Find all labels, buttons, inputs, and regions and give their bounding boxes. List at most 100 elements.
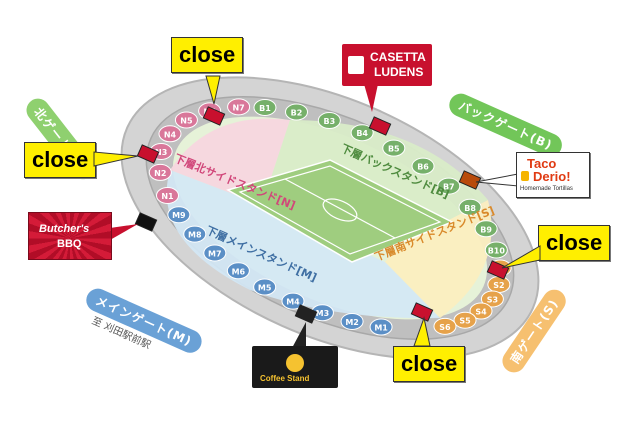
coffee-cup-icon xyxy=(286,354,304,372)
section-b4: B4 xyxy=(350,124,374,142)
section-badge xyxy=(411,157,435,175)
close-tag-south: close xyxy=(393,346,466,382)
section-label: B7 xyxy=(443,183,455,192)
section-badge xyxy=(453,311,477,329)
main-stand-zone xyxy=(166,170,440,319)
section-n5: N5 xyxy=(174,111,198,129)
section-m7: M7 xyxy=(203,244,227,262)
section-n4: N4 xyxy=(158,125,182,143)
section-badge xyxy=(183,225,207,243)
section-label: S6 xyxy=(439,323,451,332)
section-label: N4 xyxy=(164,130,177,139)
section-label: M7 xyxy=(208,249,222,258)
section-badge xyxy=(340,312,364,330)
section-label: B8 xyxy=(464,204,476,213)
section-label: N2 xyxy=(154,169,166,178)
taco-line1: Taco xyxy=(527,156,557,171)
section-badge xyxy=(226,262,250,280)
section-label: B3 xyxy=(323,117,335,126)
section-label: N5 xyxy=(180,117,193,126)
section-label: N3 xyxy=(155,148,167,157)
section-label: N1 xyxy=(161,192,174,201)
section-label: M4 xyxy=(286,298,300,307)
section-b3: B3 xyxy=(317,112,341,130)
section-n2: N2 xyxy=(148,163,172,181)
marker-casetta xyxy=(368,116,392,136)
section-m8: M8 xyxy=(183,225,207,243)
butcher-line1: Butcher's xyxy=(39,223,90,235)
section-n1: N1 xyxy=(156,186,180,204)
section-n7: N7 xyxy=(227,98,251,116)
section-m9: M9 xyxy=(167,206,191,224)
section-label: B1 xyxy=(259,104,271,113)
section-m1: M1 xyxy=(369,318,393,336)
section-m4: M4 xyxy=(281,292,305,310)
marker-butcher xyxy=(134,212,158,232)
shop-coffee-stand: Coffee Stand xyxy=(252,346,338,388)
close-tag-north-west: close xyxy=(24,142,97,178)
section-badge xyxy=(158,125,182,143)
section-badge xyxy=(437,177,461,195)
section-b1: B1 xyxy=(253,98,277,116)
section-badge xyxy=(474,220,498,238)
section-badge xyxy=(317,112,341,130)
section-s5: S5 xyxy=(453,311,477,329)
section-label: M3 xyxy=(316,309,330,318)
section-badge xyxy=(469,302,493,320)
casetta-line1: CASETTA xyxy=(370,50,426,64)
section-b2: B2 xyxy=(285,103,309,121)
section-badge xyxy=(281,292,305,310)
section-label: B6 xyxy=(417,163,429,172)
casetta-line2: LUDENS xyxy=(374,65,424,79)
butcher-sunburst-icon xyxy=(29,213,111,259)
shop-casetta-ludens: CASETTA LUDENS xyxy=(342,44,432,86)
section-badge xyxy=(227,98,251,116)
marker-north-top xyxy=(202,106,226,126)
section-badge xyxy=(167,206,191,224)
section-label: M2 xyxy=(345,318,359,327)
section-label: M1 xyxy=(374,324,388,333)
section-b10: B10 xyxy=(484,241,508,259)
pitch xyxy=(226,159,454,263)
section-b7: B7 xyxy=(437,177,461,195)
taco-sub: Homemade Tortillas xyxy=(520,186,573,192)
butcher-line2: BBQ xyxy=(57,238,82,250)
shop-taco-derio: Taco Derio! Homemade Tortillas xyxy=(516,152,590,198)
section-badge xyxy=(148,163,172,181)
section-badge xyxy=(382,139,406,157)
section-m6: M6 xyxy=(226,262,250,280)
section-badge xyxy=(156,186,180,204)
coffee-line1: Coffee Stand xyxy=(260,374,310,383)
section-label: B9 xyxy=(480,225,492,234)
section-badge xyxy=(369,318,393,336)
section-m5: M5 xyxy=(253,278,277,296)
marker-north-west xyxy=(136,144,160,164)
close-tag-north-top: close xyxy=(171,37,244,73)
section-badge xyxy=(285,103,309,121)
section-s4: S4 xyxy=(469,302,493,320)
section-m2: M2 xyxy=(340,312,364,330)
taco-pepper-icon xyxy=(521,171,529,181)
section-b5: B5 xyxy=(382,139,406,157)
pitch-lines xyxy=(238,165,442,255)
section-label: B5 xyxy=(388,145,400,154)
south-stand-zone xyxy=(385,200,492,318)
marker-coffee xyxy=(294,304,318,324)
section-label: M9 xyxy=(172,211,186,220)
section-label: B10 xyxy=(488,246,506,255)
section-label: B4 xyxy=(356,129,368,138)
section-badge xyxy=(253,98,277,116)
section-b8: B8 xyxy=(458,198,482,216)
shop-butchers-bbq: Butcher's BBQ xyxy=(28,212,112,260)
section-b9: B9 xyxy=(474,220,498,238)
section-label: M8 xyxy=(188,231,202,240)
section-label: S5 xyxy=(459,317,471,326)
section-badge xyxy=(253,278,277,296)
close-tag-south-east: close xyxy=(538,225,611,261)
section-label: M5 xyxy=(258,284,272,293)
section-s3: S3 xyxy=(480,290,504,308)
marker-south-east xyxy=(486,260,510,280)
section-b6: B6 xyxy=(411,157,435,175)
